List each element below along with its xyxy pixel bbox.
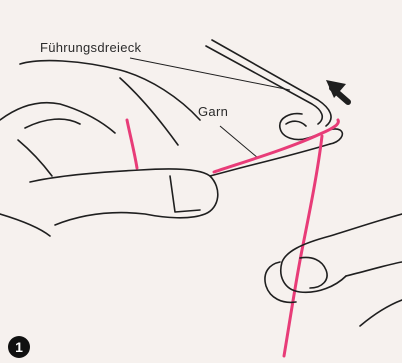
yarn-label: Garn	[198, 104, 228, 119]
step-number-badge: 1	[8, 336, 30, 358]
guide-triangle-label: Führungsdreieck	[40, 40, 141, 55]
